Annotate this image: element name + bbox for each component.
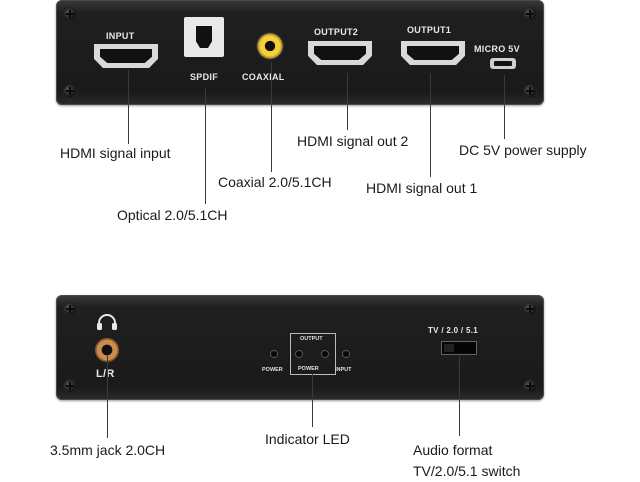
micro-usb-port xyxy=(490,58,516,69)
output-power-label: POWER xyxy=(298,366,319,372)
leader-line xyxy=(312,373,313,427)
coaxial-port xyxy=(256,32,284,60)
hdmi-output1-port xyxy=(401,41,465,65)
input-led-label: INPUT xyxy=(335,367,352,373)
switch-label: TV / 2.0 / 5.1 xyxy=(428,326,479,335)
callout-audio-format: Audio format TV/2.0/5.1 switch xyxy=(413,440,520,482)
front-panel: L/R POWER OUTPUT POWER INPUT TV / 2.0 / … xyxy=(56,295,544,400)
leader-line xyxy=(430,73,431,177)
leader-line xyxy=(205,87,206,204)
callout-audio-format-line1: Audio format xyxy=(413,442,493,458)
screw-icon xyxy=(524,380,536,392)
callout-coaxial: Coaxial 2.0/5.1CH xyxy=(218,174,332,190)
leader-line xyxy=(107,356,108,438)
screw-icon xyxy=(524,85,536,97)
screw-icon xyxy=(524,8,536,20)
power-led-label: POWER xyxy=(262,367,283,373)
output-led-box xyxy=(290,333,336,375)
screw-icon xyxy=(64,85,76,97)
callout-hdmi-input: HDMI signal input xyxy=(60,145,171,161)
callout-dc5v: DC 5V power supply xyxy=(459,142,587,158)
callout-jack: 3.5mm jack 2.0CH xyxy=(50,442,166,458)
screw-icon xyxy=(524,303,536,315)
output1-port-label: OUTPUT1 xyxy=(407,25,452,35)
rear-panel: INPUT SPDIF COAXIAL OUTPUT2 OUTPUT1 MICR… xyxy=(56,0,544,105)
callout-hdmi-out1: HDMI signal out 1 xyxy=(366,180,478,196)
input-led xyxy=(343,351,349,357)
screw-icon xyxy=(64,8,76,20)
coaxial-port-label: COAXIAL xyxy=(242,72,285,82)
leader-line xyxy=(504,75,505,139)
audio-format-switch[interactable] xyxy=(441,341,477,355)
callout-hdmi-out2: HDMI signal out 2 xyxy=(297,133,409,149)
lr-label: L/R xyxy=(96,368,115,380)
spdif-optical-port xyxy=(184,17,224,57)
callout-indicator-led: Indicator LED xyxy=(265,431,350,447)
leader-line xyxy=(347,73,348,130)
screw-icon xyxy=(64,380,76,392)
output2-port-label: OUTPUT2 xyxy=(314,27,359,37)
leader-line xyxy=(271,62,272,172)
leader-line xyxy=(128,70,129,144)
spdif-port-label: SPDIF xyxy=(190,72,219,82)
screw-icon xyxy=(64,303,76,315)
callout-audio-format-line2: TV/2.0/5.1 switch xyxy=(413,463,521,479)
hdmi-output2-port xyxy=(308,41,372,65)
headphone-icon xyxy=(97,314,117,330)
input-port-label: INPUT xyxy=(106,31,135,41)
output-led-2 xyxy=(322,351,328,357)
leader-line xyxy=(459,356,460,436)
output-led-1 xyxy=(296,351,302,357)
callout-optical: Optical 2.0/5.1CH xyxy=(117,207,228,223)
micro5v-port-label: MICRO 5V xyxy=(474,44,520,54)
hdmi-input-port xyxy=(94,44,158,68)
output-led-label: OUTPUT xyxy=(300,336,323,342)
power-led xyxy=(271,351,277,357)
